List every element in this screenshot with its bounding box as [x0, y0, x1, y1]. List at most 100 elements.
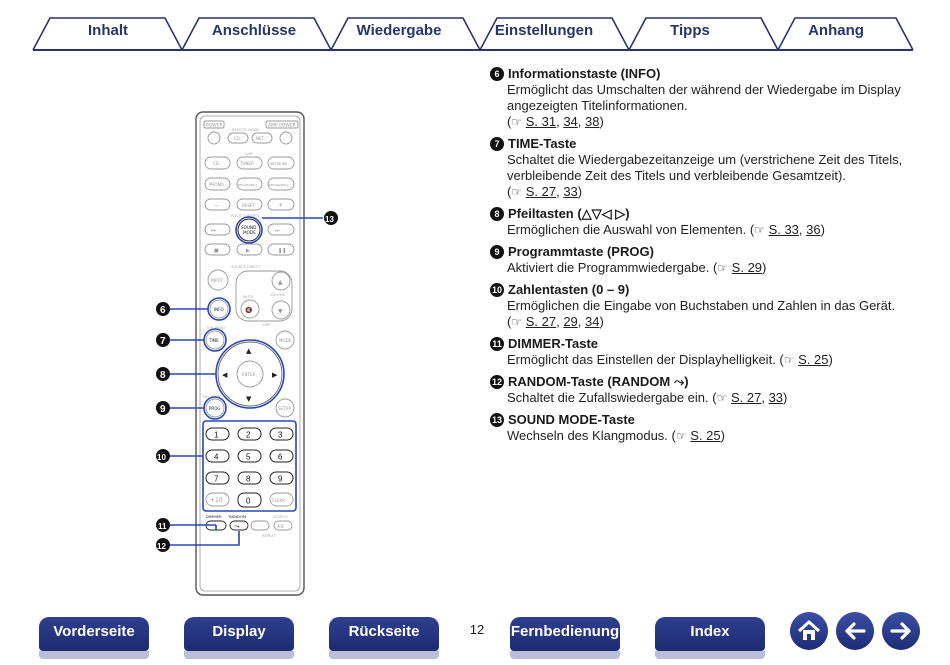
next-page-button[interactable]: [882, 612, 920, 650]
page-link[interactable]: 34: [563, 114, 578, 129]
pointing-hand-icon: ☞: [511, 185, 523, 199]
item-text: Wechseln des Klangmodus.: [507, 428, 668, 443]
callout-10: 10: [157, 453, 166, 462]
page-link[interactable]: S. 25: [798, 352, 829, 367]
callout-6: 6: [160, 305, 166, 316]
remote-label-amp-power: AMP POWER: [268, 123, 296, 129]
remote-btn-prog: PROG: [209, 406, 220, 411]
nav-display-button[interactable]: Display: [184, 617, 294, 659]
nav-index-button[interactable]: Index: [655, 617, 765, 659]
item-number: 8: [490, 207, 504, 221]
num-key-1: 1: [214, 431, 219, 440]
page-link[interactable]: 34: [585, 314, 600, 329]
remote-label-search: SEARCH: [273, 515, 288, 519]
callout-7: 7: [160, 336, 166, 347]
tab-einstellungen[interactable]: Einstellungen: [494, 22, 594, 39]
num-key-6: 6: [278, 453, 283, 462]
svg-text:▼: ▼: [246, 395, 252, 403]
svg-text:⏭: ⏭: [275, 228, 280, 234]
nav-remote-button[interactable]: Fernbedienung: [510, 617, 620, 659]
pointing-hand-icon: ☞: [754, 223, 765, 237]
remote-btn-tuner: TUNER: [239, 161, 254, 166]
pointing-hand-icon: ☞: [511, 315, 523, 329]
svg-text:▲: ▲: [278, 279, 283, 286]
page-link[interactable]: 33: [563, 184, 578, 199]
arrow-left-icon: [845, 622, 866, 640]
item-dimmer: 11 DIMMER-Taste Ermöglicht das Einstellen…: [490, 336, 930, 368]
nav-back-button[interactable]: Rückseite: [329, 617, 439, 659]
remote-btn-sound: SOUND: [241, 225, 256, 230]
home-icon: [797, 620, 821, 640]
tab-anhang[interactable]: Anhang: [808, 22, 864, 39]
item-text: Schaltet die Zufallswiedergabe ein.: [507, 390, 709, 405]
num-key-4: 4: [214, 453, 219, 462]
remote-label-source-direct: SOURCE DIRECT: [231, 265, 261, 269]
remote-label-random: RANDOM: [229, 514, 246, 519]
item-title: RANDOM-Taste (RANDOM ⤳): [508, 374, 689, 389]
item-number: 6: [490, 67, 504, 81]
page-link[interactable]: 33: [768, 390, 784, 405]
remote-label-amp: AMP: [245, 152, 254, 156]
top-tab-bar: Inhalt Anschlüsse Wiedergabe Einstellung…: [0, 0, 950, 56]
item-text: Ermöglichen die Eingabe von Buchstaben u…: [507, 298, 896, 313]
remote-label-power: POWER: [206, 123, 223, 129]
remote-btn-clear: CLEAR: [272, 498, 285, 503]
svg-text:▲: ▲: [246, 347, 252, 355]
page-link[interactable]: S. 31: [525, 114, 557, 129]
remote-btn-plus10: +10: [210, 497, 223, 504]
previous-page-button[interactable]: [836, 612, 874, 650]
page-link[interactable]: S. 27: [730, 390, 762, 405]
num-key-0: 0: [246, 497, 251, 506]
remote-btn-plus: +: [278, 202, 283, 209]
item-title: Programmtaste (PROG): [508, 244, 654, 259]
remote-label-repeat: REPEAT: [262, 534, 276, 538]
page-link[interactable]: 29: [563, 314, 578, 329]
item-number: 9: [490, 245, 504, 259]
remote-btn-info: INFO: [214, 307, 224, 312]
tab-inhalt[interactable]: Inhalt: [88, 22, 128, 39]
num-key-2: 2: [246, 431, 251, 440]
item-number: 11: [490, 337, 504, 351]
pointing-hand-icon: ☞: [716, 391, 728, 405]
item-random: 12 RANDOM-Taste (RANDOM ⤳) Schaltet die Z…: [490, 374, 788, 405]
pointing-hand-icon: ☞: [783, 353, 795, 367]
remote-btn-ab: A-B: [277, 524, 284, 529]
num-key-9: 9: [278, 475, 283, 484]
item-number: 12: [490, 375, 504, 389]
arrow-right-icon: [890, 622, 911, 640]
callout-8: 8: [160, 370, 166, 381]
remote-label-volume: VOLUME: [270, 293, 286, 297]
page-link[interactable]: S. 27: [525, 314, 557, 329]
item-text: Schaltet die Wiedergabezeitanzeige um (v…: [507, 152, 903, 183]
num-key-8: 8: [246, 475, 251, 484]
tab-anschluesse[interactable]: Anschlüsse: [211, 22, 297, 39]
remote-label-amp2: AMP: [262, 323, 271, 327]
page-link[interactable]: S. 25: [690, 428, 721, 443]
item-text: Aktiviert die Programmwiedergabe.: [507, 260, 710, 275]
page-number: 12: [469, 622, 485, 637]
item-number: 7: [490, 137, 504, 151]
item-text: Ermöglicht das Einstellen der Displayhel…: [507, 352, 776, 367]
home-button[interactable]: [790, 612, 828, 650]
tab-tipps[interactable]: Tipps: [670, 22, 710, 39]
remote-label-top-menu: TOP MENU: [205, 326, 225, 330]
page-link[interactable]: 36: [806, 222, 821, 237]
page-link[interactable]: S. 29: [731, 260, 763, 275]
nav-front-button[interactable]: Vorderseite: [39, 617, 149, 659]
page-link[interactable]: S. 33: [768, 222, 799, 237]
num-key-7: 7: [214, 475, 219, 484]
remote-btn-recorder1: RECORDER 1: [238, 183, 258, 187]
item-number: 10: [490, 283, 504, 297]
page-link[interactable]: 38: [585, 114, 600, 129]
svg-text:◀: ◀: [222, 371, 228, 379]
item-title: DIMMER-Taste: [508, 336, 599, 351]
svg-text:▶: ▶: [246, 248, 250, 254]
svg-text:▶: ▶: [272, 371, 278, 379]
remote-btn-setup: SETUP: [278, 406, 291, 411]
page-link[interactable]: S. 27: [525, 184, 557, 199]
tab-wiedergabe[interactable]: Wiedergabe: [356, 22, 442, 39]
